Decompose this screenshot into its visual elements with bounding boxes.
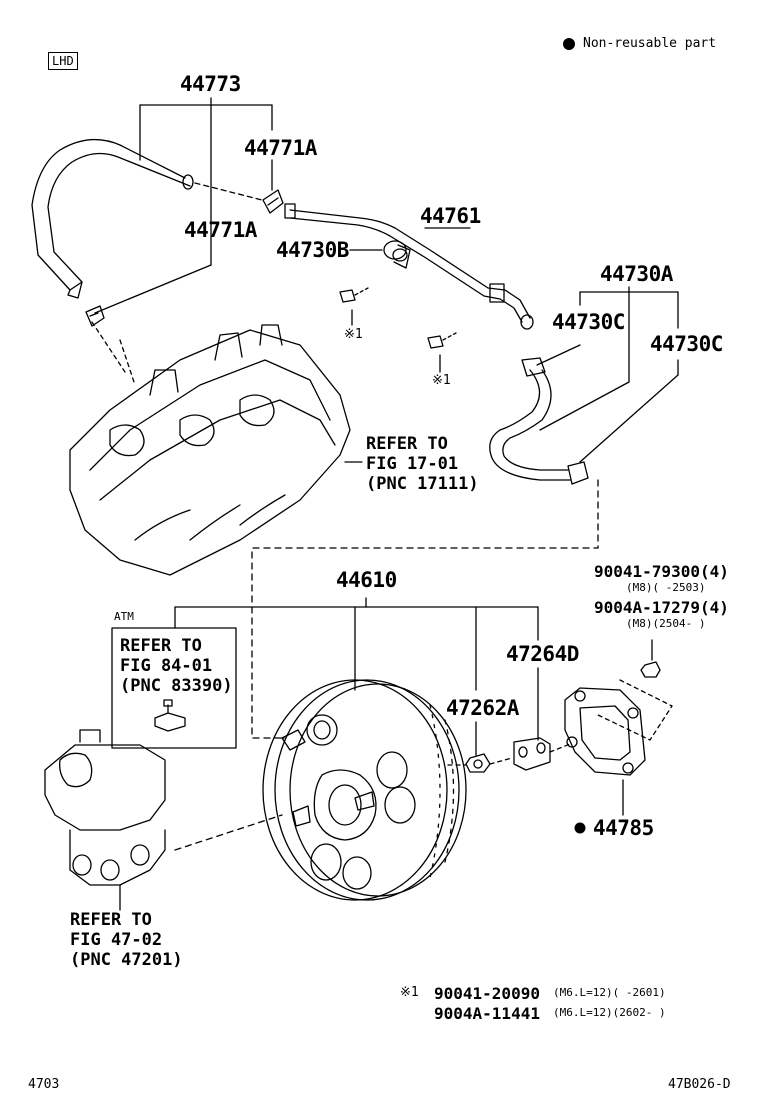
vacuum-sensor	[154, 699, 186, 732]
part-number-44771a-left[interactable]: 44771A	[184, 218, 257, 242]
reference-mark-1: ※1	[344, 327, 363, 342]
intake-manifold	[69, 321, 363, 576]
footnote-spec-2: (M6.L=12)(2602- )	[553, 1006, 666, 1019]
part-number-44610[interactable]: 44610	[336, 568, 397, 592]
bolt-m8	[640, 639, 661, 678]
leader-44773	[94, 97, 273, 314]
legend-text: Non-reusable part	[583, 36, 717, 51]
nut-47262a	[465, 753, 491, 773]
page-number: 4703	[28, 1077, 60, 1092]
reference-mark-1: ※1	[432, 373, 451, 388]
part-number-44730a[interactable]: 44730A	[600, 262, 673, 286]
brake-booster	[262, 679, 467, 901]
vacuum-hose-44730a	[489, 357, 589, 485]
bracket-47264d	[513, 737, 551, 771]
footnote-part-2[interactable]: 9004A-11441	[434, 1004, 540, 1023]
bolt1-spec: (M8)( -2503)	[626, 581, 706, 594]
grommet-44730b	[349, 240, 411, 269]
part-number-44730c-right[interactable]: 44730C	[650, 332, 723, 356]
ref-master-cyl-line3: (PNC 47201)	[70, 950, 183, 970]
footnote-spec-1: (M6.L=12)( -2601)	[553, 986, 666, 999]
part-number-44771a-top[interactable]: 44771A	[244, 136, 317, 160]
atm-label: ATM	[114, 610, 134, 623]
clamp-44771a-left	[85, 305, 105, 327]
footnote-part-1[interactable]: 90041-20090	[434, 984, 540, 1003]
gasket-44785	[564, 687, 646, 776]
atm-box	[111, 627, 237, 749]
part-number-44730c-left[interactable]: 44730C	[552, 310, 625, 334]
part-number-bolt1[interactable]: 90041-79300(4)	[594, 562, 729, 581]
part-number-bolt2[interactable]: 9004A-17279(4)	[594, 598, 729, 617]
ref-manifold-line2[interactable]: FIG 17-01	[366, 454, 459, 474]
non-reusable-dot-icon	[563, 38, 575, 50]
ref-manifold-line1: REFER TO	[366, 434, 448, 454]
leader-44730a	[536, 286, 679, 463]
bolt2-spec: (M8)(2504- )	[626, 617, 706, 630]
diagram-code: 47B026-D	[668, 1077, 731, 1092]
vacuum-hose-44773	[31, 138, 194, 299]
ref-manifold-line3: (PNC 17111)	[366, 474, 479, 494]
ref-master-cyl-line1: REFER TO	[70, 910, 152, 930]
lhd-label: LHD	[48, 52, 78, 70]
leader-44610	[174, 597, 539, 756]
part-number-44773[interactable]: 44773	[180, 72, 241, 96]
non-reusable-dot-icon	[574, 822, 586, 834]
clamp-44771a-top	[262, 189, 284, 214]
part-number-47262a[interactable]: 47262A	[446, 696, 519, 720]
ref-atm-line1: REFER TO	[120, 636, 202, 656]
vacuum-tube-44761	[284, 203, 534, 330]
master-cylinder	[44, 729, 166, 911]
footnote-mark: ※1	[400, 985, 419, 1000]
ref-atm-line3: (PNC 83390)	[120, 676, 233, 696]
bolt-b	[427, 332, 457, 373]
bolt-a	[339, 287, 369, 326]
ref-atm-line2[interactable]: FIG 84-01	[120, 656, 213, 676]
part-number-44730b[interactable]: 44730B	[276, 238, 349, 262]
part-number-44785[interactable]: 44785	[593, 816, 654, 840]
part-number-44761[interactable]: 44761	[420, 204, 481, 228]
part-number-47264d[interactable]: 47264D	[506, 642, 579, 666]
ref-master-cyl-line2[interactable]: FIG 47-02	[70, 930, 163, 950]
